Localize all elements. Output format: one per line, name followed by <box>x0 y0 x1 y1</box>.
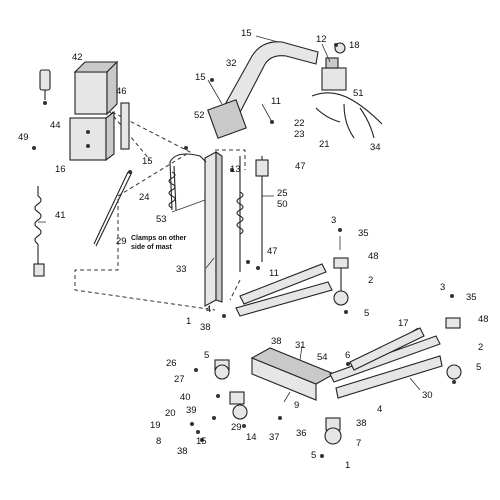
callout-44: 44 <box>50 120 61 131</box>
bracket-plate-46 <box>120 102 130 150</box>
callout-17: 17 <box>398 318 409 329</box>
callout-47: 47 <box>267 246 278 257</box>
caster-upper-left <box>333 257 349 306</box>
callout-5: 5 <box>476 362 481 373</box>
callout-50: 50 <box>277 199 288 210</box>
note-line-2: side of mast <box>131 244 173 251</box>
callout-15: 15 <box>142 156 153 167</box>
callout-36: 36 <box>296 428 307 439</box>
boom-arm <box>207 41 319 139</box>
callout-7: 7 <box>356 438 361 449</box>
callout-23: 23 <box>294 129 305 140</box>
callout-12: 12 <box>316 34 327 45</box>
callout-8: 8 <box>156 436 161 447</box>
callout-11: 11 <box>271 96 281 107</box>
clamp-note: Clamps on other side of mast <box>131 235 187 251</box>
callout-48: 48 <box>368 251 379 262</box>
hand-control-pendant <box>39 69 51 105</box>
pump-handle <box>93 170 133 247</box>
callout-41: 41 <box>55 210 66 221</box>
note-line-1: Clamps on other <box>131 235 187 242</box>
callout-4: 4 <box>377 404 382 415</box>
callout-52: 52 <box>194 110 205 121</box>
callout-40: 40 <box>180 392 191 403</box>
callout-15: 15 <box>241 28 252 39</box>
callout-22: 22 <box>294 118 305 129</box>
callout-26: 26 <box>166 358 177 369</box>
callout-33: 33 <box>176 264 187 275</box>
callout-5: 5 <box>364 308 369 319</box>
callout-39: 39 <box>186 405 197 416</box>
callout-30: 30 <box>422 390 433 401</box>
caster-bottom <box>324 417 342 445</box>
callout-labels: 15 12 18 32 15 51 42 46 52 11 22 23 21 3… <box>18 28 489 471</box>
callout-20: 20 <box>165 408 176 419</box>
callout-5: 5 <box>204 350 209 361</box>
callout-5: 5 <box>311 450 316 461</box>
callout-38: 38 <box>200 322 211 333</box>
callout-1: 1 <box>186 316 191 327</box>
callout-27: 27 <box>174 374 185 385</box>
base-legs <box>235 263 443 401</box>
callout-32: 32 <box>226 58 237 69</box>
callout-3: 3 <box>331 215 336 226</box>
callout-38: 38 <box>271 336 282 347</box>
actuator-control-box <box>69 60 119 162</box>
dashed-guide-lines <box>74 99 246 311</box>
caster-front-center <box>229 391 248 420</box>
callout-2: 2 <box>368 275 373 286</box>
callout-35: 35 <box>466 292 477 303</box>
leader-lines <box>38 35 421 403</box>
callout-9: 9 <box>294 400 299 411</box>
actuator-motor-51 <box>311 42 383 139</box>
callout-42: 42 <box>72 52 83 63</box>
caster-front-left <box>214 359 230 380</box>
callout-4: 4 <box>206 304 211 315</box>
callout-47: 47 <box>295 161 306 172</box>
callout-35: 35 <box>358 228 369 239</box>
callout-6: 6 <box>345 350 350 361</box>
mast-clamps <box>236 156 269 272</box>
callout-38: 38 <box>356 418 367 429</box>
callout-54: 54 <box>317 352 328 363</box>
callout-51: 51 <box>353 88 364 99</box>
callout-2: 2 <box>478 342 483 353</box>
callout-14: 14 <box>246 432 257 443</box>
callout-31: 31 <box>295 340 306 351</box>
callout-37: 37 <box>269 432 280 443</box>
callout-18: 18 <box>349 40 360 51</box>
callout-11: 11 <box>269 268 279 279</box>
mast <box>168 150 223 307</box>
callout-13: 13 <box>230 164 241 175</box>
callout-3: 3 <box>440 282 445 293</box>
callout-53: 53 <box>156 214 167 225</box>
fasteners <box>32 43 456 458</box>
casters <box>214 257 462 445</box>
callout-34: 34 <box>370 142 381 153</box>
callout-29: 29 <box>116 236 127 247</box>
callout-1: 1 <box>345 460 350 471</box>
callout-21: 21 <box>319 139 330 150</box>
callout-49: 49 <box>18 132 29 143</box>
callout-48: 48 <box>478 314 489 325</box>
callout-29: 29 <box>231 422 242 433</box>
callout-46: 46 <box>116 86 127 97</box>
caster-upper-right <box>445 317 462 380</box>
callout-19: 19 <box>150 420 161 431</box>
callout-24: 24 <box>139 192 150 203</box>
callout-38: 38 <box>177 446 188 457</box>
callout-15: 15 <box>196 436 207 447</box>
charger-cable <box>33 186 45 277</box>
callout-15: 15 <box>195 72 206 83</box>
callout-25: 25 <box>277 188 288 199</box>
callout-16: 16 <box>55 164 66 175</box>
